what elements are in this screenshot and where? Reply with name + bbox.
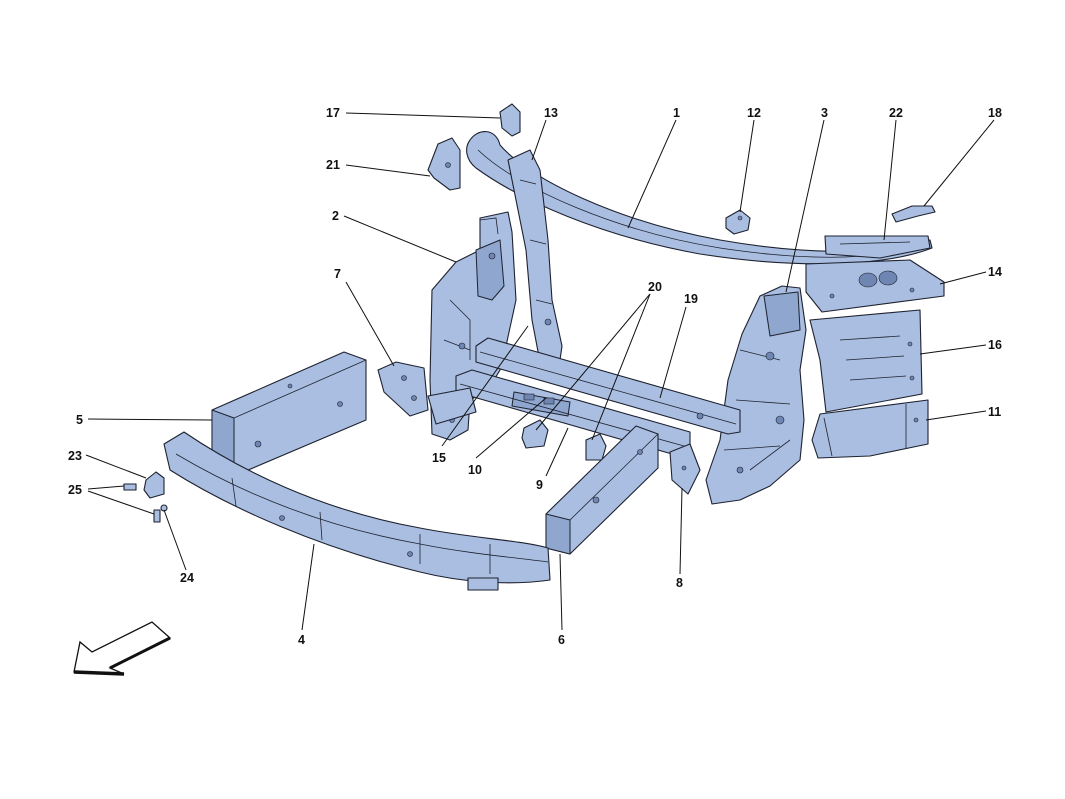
- part-21-upper-left-bracket[interactable]: [427, 137, 461, 191]
- part-8-small-plate[interactable]: [669, 443, 701, 495]
- part-25-bolt-upper[interactable]: [123, 483, 137, 491]
- part-14-upper-panel[interactable]: [805, 259, 945, 313]
- callout-9: 9: [536, 478, 543, 492]
- callout-19: 19: [684, 292, 698, 306]
- callout-1: 1: [673, 106, 680, 120]
- callout-24: 24: [180, 571, 194, 585]
- callout-16: 16: [988, 338, 1002, 352]
- part-22-beam-end-bracket[interactable]: [824, 235, 931, 259]
- leader-lines: [85, 112, 995, 631]
- part-13-inner-pillar[interactable]: [507, 149, 563, 363]
- callout-18: 18: [988, 106, 1002, 120]
- callout-13: 13: [544, 106, 558, 120]
- callout-labels: 17 13 1 12 3 22 18 21 2 20 14 7 19 16 11…: [68, 106, 1002, 647]
- part-17-top-bracket[interactable]: [499, 103, 521, 137]
- callout-25: 25: [68, 483, 82, 497]
- callout-11: 11: [988, 405, 1001, 419]
- callout-17: 17: [326, 106, 340, 120]
- callout-21: 21: [326, 158, 340, 172]
- callout-4: 4: [298, 633, 305, 647]
- part-20-bracket-right[interactable]: [585, 433, 607, 461]
- part-23-bracket[interactable]: [143, 471, 165, 499]
- part-11-lower-box-section[interactable]: [811, 399, 929, 459]
- part-16-side-panel[interactable]: [809, 309, 923, 413]
- part-12-clip[interactable]: [725, 209, 751, 235]
- part-7-front-bracket[interactable]: [377, 361, 429, 417]
- callout-15: 15: [432, 451, 446, 465]
- part-19-upper-rail[interactable]: [475, 337, 741, 435]
- callout-8: 8: [676, 576, 683, 590]
- part-6-right-crash-box[interactable]: [545, 425, 659, 555]
- part-20-bracket-left[interactable]: [521, 419, 549, 449]
- part-25-bolt-lower[interactable]: [153, 509, 161, 523]
- callout-20: 20: [648, 280, 662, 294]
- part-18-small-bracket[interactable]: [891, 205, 936, 223]
- callout-5: 5: [76, 413, 83, 427]
- part-2-left-suspension-tower[interactable]: [429, 211, 517, 441]
- callout-23: 23: [68, 449, 82, 463]
- callout-22: 22: [889, 106, 903, 120]
- part-3-right-suspension-tower[interactable]: [705, 285, 807, 505]
- callout-6: 6: [558, 633, 565, 647]
- part-5-left-crash-box[interactable]: [211, 351, 367, 477]
- callout-3: 3: [821, 106, 828, 120]
- callout-7: 7: [334, 267, 341, 281]
- callout-14: 14: [988, 265, 1002, 279]
- callout-12: 12: [747, 106, 761, 120]
- part-4-front-bumper-beam[interactable]: [163, 431, 551, 591]
- callout-10: 10: [468, 463, 482, 477]
- callout-2: 2: [332, 209, 339, 223]
- front-direction-arrow-icon: [73, 621, 172, 676]
